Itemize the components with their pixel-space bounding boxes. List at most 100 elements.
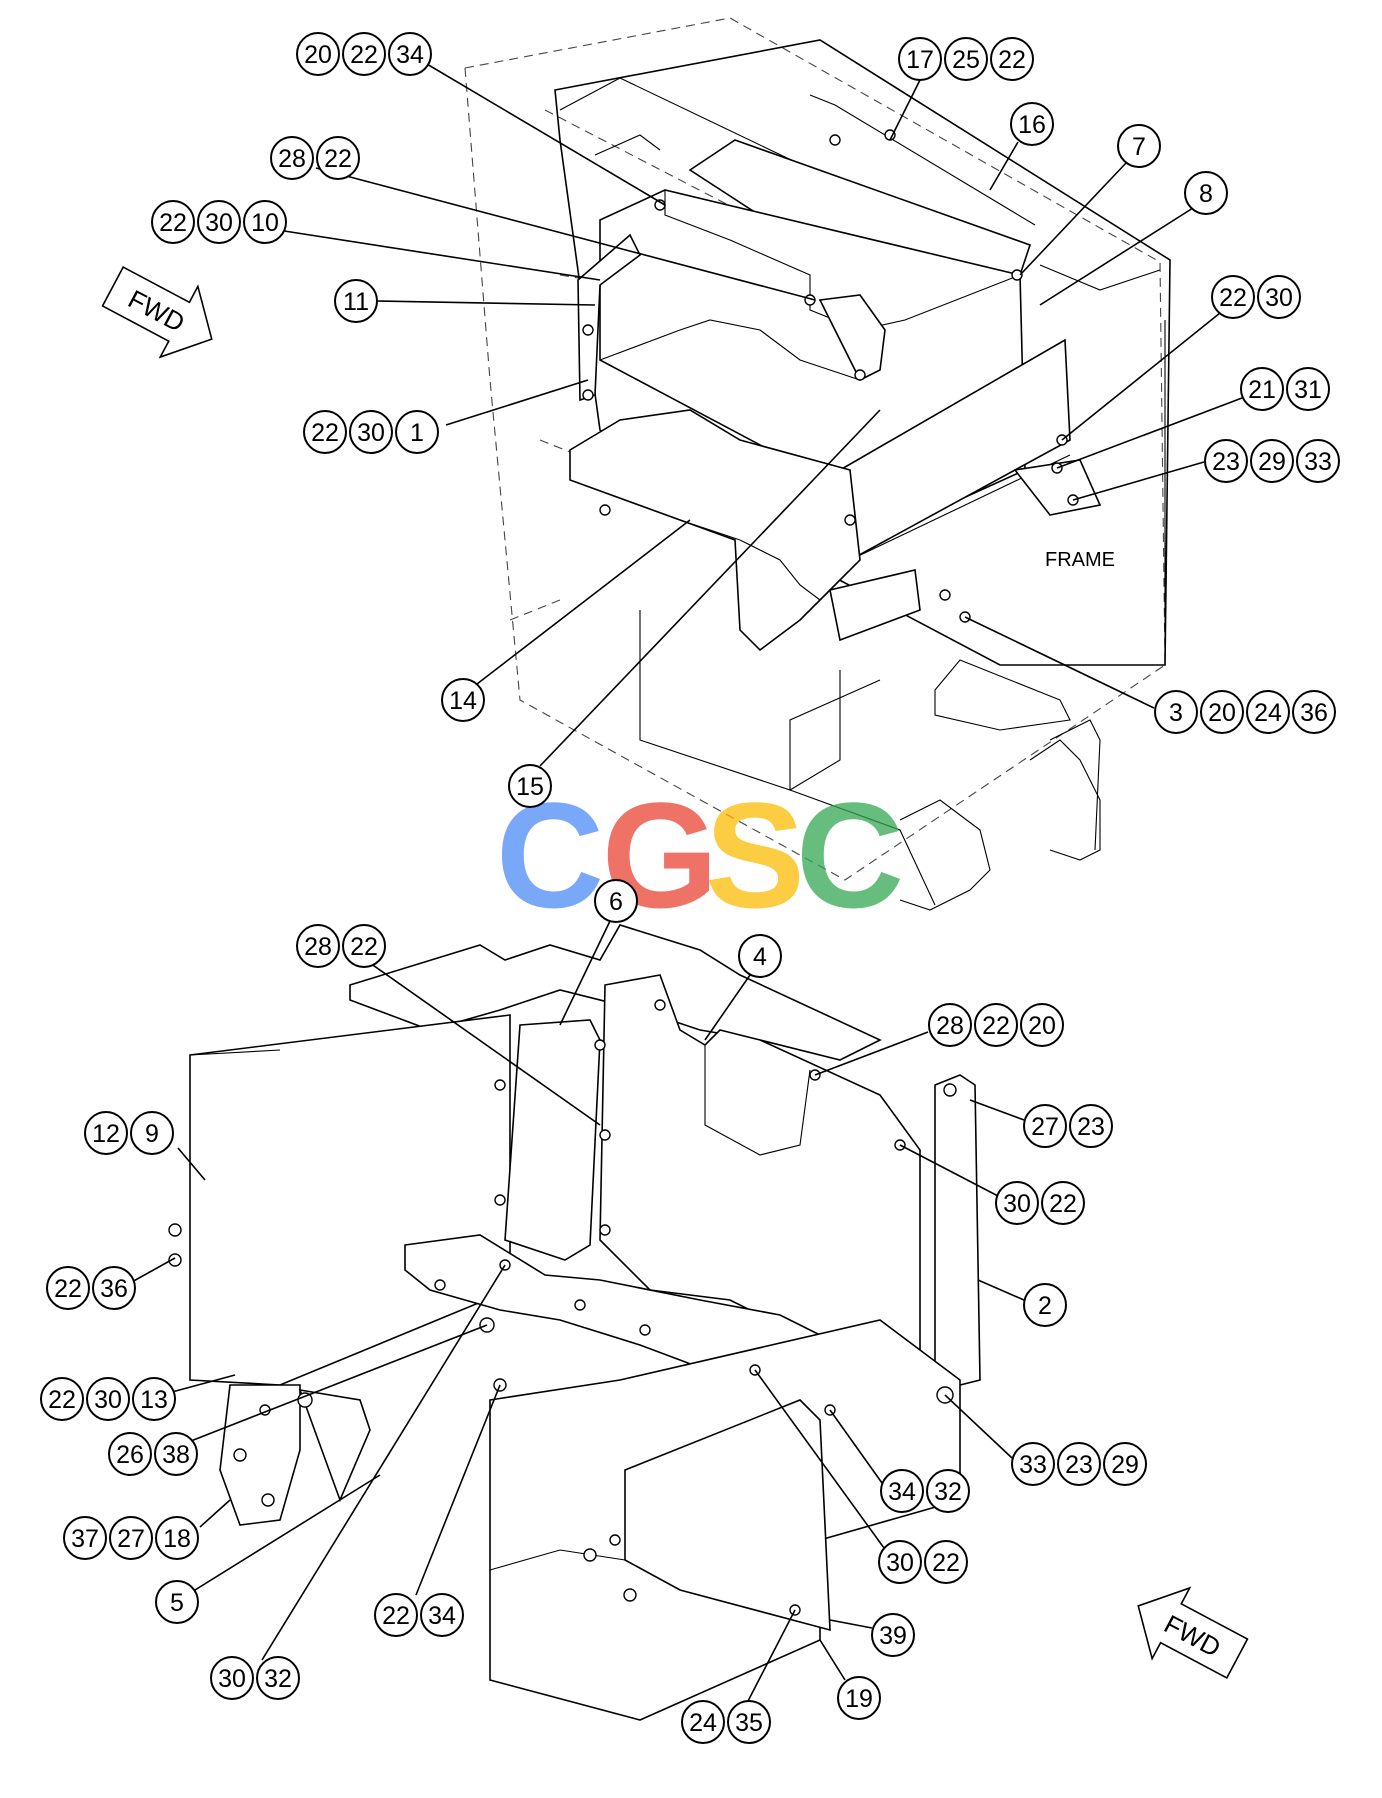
bottom-tray-14 bbox=[569, 409, 1102, 652]
callout-number: 32 bbox=[934, 1478, 962, 1506]
callout-number: 37 bbox=[71, 1525, 99, 1553]
callout-group: 5 bbox=[155, 1580, 199, 1624]
leader-line bbox=[172, 1324, 488, 1449]
callout-number: 29 bbox=[1258, 448, 1286, 476]
leader-line bbox=[1056, 397, 1243, 469]
callout-balloon bbox=[303, 410, 347, 454]
callout-balloon bbox=[155, 1580, 199, 1624]
callout-balloon bbox=[154, 1432, 198, 1476]
callout-balloon bbox=[395, 410, 439, 454]
callout-number: 30 bbox=[94, 1386, 122, 1414]
callout-balloon bbox=[334, 279, 378, 323]
callout-balloon bbox=[109, 1516, 153, 1560]
callout-balloon bbox=[1200, 690, 1244, 734]
callout-balloon bbox=[130, 1111, 174, 1155]
callout-number: 22 bbox=[324, 145, 352, 173]
callout-balloon bbox=[898, 37, 942, 81]
callout-number: 22 bbox=[350, 933, 378, 961]
callout-number: 21 bbox=[1248, 376, 1276, 404]
callout-balloon bbox=[108, 1432, 152, 1476]
callout-number: 22 bbox=[382, 1602, 410, 1630]
callout-number: 22 bbox=[48, 1386, 76, 1414]
callout-number: 9 bbox=[145, 1120, 159, 1148]
callout-number: 33 bbox=[1019, 1451, 1047, 1479]
callout-group: 16 bbox=[1010, 102, 1054, 146]
callout-number: 23 bbox=[1065, 1451, 1093, 1479]
callout-balloon bbox=[40, 1377, 84, 1421]
leader-line bbox=[559, 920, 611, 1026]
leader-line bbox=[746, 1609, 796, 1704]
lower-box-19 bbox=[489, 1319, 961, 1721]
callout-number: 20 bbox=[304, 41, 332, 69]
callout-balloon bbox=[296, 32, 340, 76]
callout-number: 22 bbox=[350, 41, 378, 69]
callout-number: 30 bbox=[1265, 284, 1293, 312]
callout-number: 31 bbox=[1294, 376, 1322, 404]
callout-balloon bbox=[738, 934, 782, 978]
callout-number: 30 bbox=[205, 209, 233, 237]
callout-number: 27 bbox=[117, 1525, 145, 1553]
callout-number: 22 bbox=[982, 1012, 1010, 1040]
callout-number: 24 bbox=[1254, 699, 1282, 727]
leader-line bbox=[1061, 312, 1221, 441]
callout-balloon bbox=[420, 1593, 464, 1637]
leader-line bbox=[754, 1369, 885, 1549]
callout-number: 3 bbox=[1169, 699, 1183, 727]
watermark-letter-s: S bbox=[705, 771, 805, 939]
fwd-arrow-bottom: FWD bbox=[1137, 1586, 1249, 1679]
callout-number: 23 bbox=[1212, 448, 1240, 476]
leader-line bbox=[814, 1031, 929, 1076]
callout-balloon bbox=[132, 1377, 176, 1421]
callout-balloon bbox=[1296, 439, 1340, 483]
leader-line bbox=[129, 1257, 176, 1284]
callout-balloon bbox=[1103, 1442, 1147, 1486]
callout-balloon bbox=[1117, 124, 1161, 168]
callout-balloon bbox=[1069, 1104, 1113, 1148]
callout-number: 10 bbox=[251, 209, 279, 237]
callout-balloon bbox=[1010, 102, 1054, 146]
callout-number: 15 bbox=[516, 773, 544, 801]
leader-line bbox=[829, 1619, 873, 1629]
leader-line bbox=[889, 79, 921, 141]
callout-number: 32 bbox=[264, 1665, 292, 1693]
callout-number: 8 bbox=[1199, 180, 1213, 208]
leader-line bbox=[704, 974, 751, 1041]
callout-balloon bbox=[926, 1469, 970, 1513]
side-bracket-1-11 bbox=[577, 233, 886, 402]
callout-group: 7 bbox=[1117, 124, 1161, 168]
callout-balloon bbox=[63, 1516, 107, 1560]
callout-number: 13 bbox=[140, 1386, 168, 1414]
callout-balloon bbox=[1211, 275, 1255, 319]
leader-line bbox=[977, 1279, 1025, 1301]
callout-number: 22 bbox=[159, 209, 187, 237]
leader-line bbox=[819, 1639, 846, 1681]
callout-balloon bbox=[944, 37, 988, 81]
callout-number: 22 bbox=[932, 1549, 960, 1577]
leader-line bbox=[359, 955, 601, 1126]
callout-number: 4 bbox=[753, 943, 767, 971]
callout-group: 22 30 10 bbox=[151, 200, 287, 244]
callout-number: 34 bbox=[396, 41, 424, 69]
callout-balloon bbox=[374, 1593, 418, 1637]
callout-balloon bbox=[1023, 1104, 1067, 1148]
callout-balloon bbox=[1184, 171, 1228, 215]
callout-balloon bbox=[342, 32, 386, 76]
callout-balloon bbox=[296, 924, 340, 968]
callout-balloon bbox=[86, 1377, 130, 1421]
leader-line bbox=[899, 1144, 999, 1197]
callout-number: 14 bbox=[449, 687, 477, 715]
callout-number: 36 bbox=[1300, 699, 1328, 727]
fwd-arrow-top: FWD bbox=[101, 266, 213, 359]
callout-balloon bbox=[92, 1266, 136, 1310]
callout-number: 24 bbox=[689, 1709, 717, 1737]
leader-line bbox=[1072, 461, 1205, 501]
callout-balloon bbox=[837, 1676, 881, 1720]
